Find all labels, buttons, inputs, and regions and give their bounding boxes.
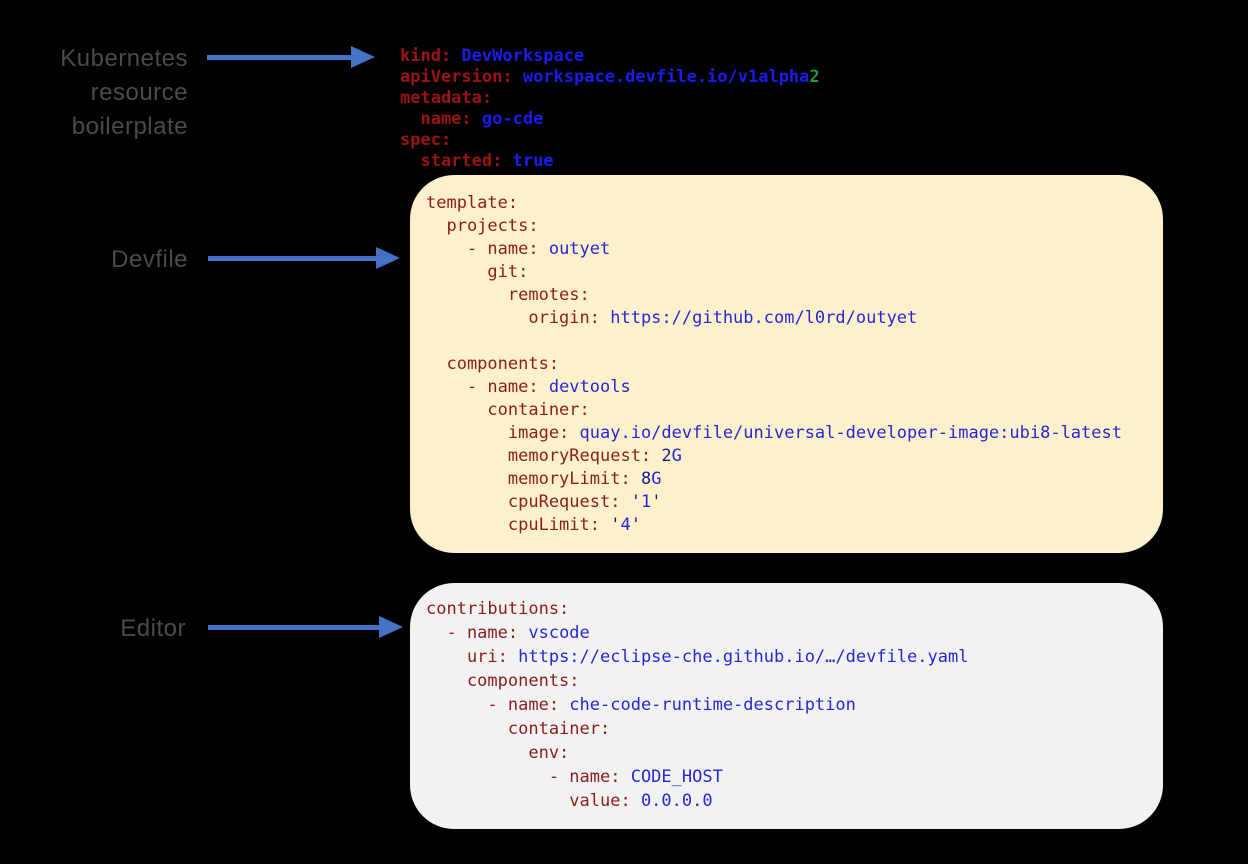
arrow-shaft xyxy=(207,54,351,60)
code-line: memoryRequest: 2G xyxy=(426,446,682,466)
code-line: uri: https://eclipse-che.github.io/…/dev… xyxy=(426,647,969,667)
code-line: origin: https://github.com/l0rd/outyet xyxy=(426,308,918,328)
label-devfile: Devfile xyxy=(111,246,188,273)
arrow-shaft xyxy=(208,255,376,261)
label-editor: Editor xyxy=(120,615,186,642)
devfile-box: template: projects: - name: outyet git: … xyxy=(410,175,1163,553)
code-line: cpuRequest: '1' xyxy=(426,492,662,512)
label-kubernetes-resource-boilerplate: Kubernetes resource boilerplate xyxy=(0,42,188,144)
code-line: name: go-cde xyxy=(400,109,544,129)
label-line: resource xyxy=(90,79,188,106)
arrow-right-icon xyxy=(207,46,375,68)
editor-code: contributions: - name: vscode uri: https… xyxy=(410,583,1163,813)
code-line: cpuLimit: '4' xyxy=(426,515,641,535)
code-line: metadata: xyxy=(400,88,493,108)
arrow-head xyxy=(351,46,375,68)
code-line: contributions: xyxy=(426,599,570,619)
arrow-head xyxy=(379,616,403,638)
editor-box: contributions: - name: vscode uri: https… xyxy=(410,583,1163,829)
code-line: kind: DevWorkspace xyxy=(400,46,585,66)
code-line: - name: che-code-runtime-description xyxy=(426,695,856,715)
code-line: template: xyxy=(426,193,519,213)
code-line: container: xyxy=(426,719,611,739)
code-line: components: xyxy=(426,671,580,691)
code-line: remotes: xyxy=(426,285,590,305)
code-line: - name: devtools xyxy=(426,377,631,397)
code-line: container: xyxy=(426,400,590,420)
label-line: Kubernetes xyxy=(60,45,188,72)
code-line: memoryLimit: 8G xyxy=(426,469,662,489)
arrow-head xyxy=(376,247,400,269)
code-line: apiVersion: workspace.devfile.io/v1alpha… xyxy=(400,67,820,87)
code-line: started: true xyxy=(400,151,554,171)
arrow-right-icon xyxy=(208,616,403,638)
code-line: - name: outyet xyxy=(426,239,611,259)
label-line: boilerplate xyxy=(71,113,188,140)
arrow-right-icon xyxy=(208,247,400,269)
code-line: components: xyxy=(426,354,560,374)
code-line xyxy=(426,330,1153,353)
code-line: git: xyxy=(426,262,529,282)
code-line: projects: xyxy=(426,216,539,236)
code-line: value: 0.0.0.0 xyxy=(426,791,713,811)
devfile-code: template: projects: - name: outyet git: … xyxy=(410,175,1163,537)
code-line: image: quay.io/devfile/universal-develop… xyxy=(426,423,1122,443)
code-line: env: xyxy=(426,743,570,763)
arrow-shaft xyxy=(208,624,379,630)
code-line: spec: xyxy=(400,130,452,150)
code-line: - name: CODE_HOST xyxy=(426,767,723,787)
code-line: - name: vscode xyxy=(426,623,590,643)
